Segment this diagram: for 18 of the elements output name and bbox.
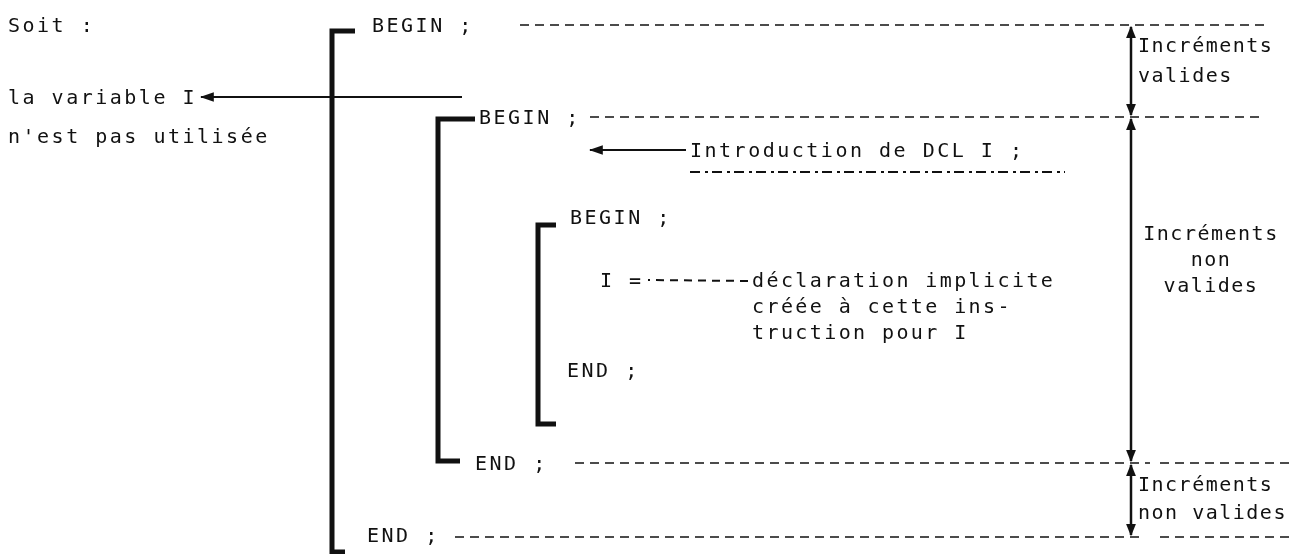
code-text: Incréments non valides [1142, 220, 1280, 298]
code-text: END ; [567, 357, 640, 383]
leader-line [647, 279, 749, 282]
code-text: BEGIN ; [570, 204, 672, 230]
note-text: déclaration implicite créée à cette ins- truction pour I [752, 267, 1082, 345]
arrow [588, 145, 687, 155]
code-text: Soit : [8, 12, 96, 38]
code-text: END ; [367, 522, 440, 548]
code-text: BEGIN ; [372, 12, 474, 38]
code-text: Incréments non valides [1138, 471, 1288, 526]
code-text: Incréments valides [1138, 32, 1275, 89]
code-text: n'est pas utilisée [8, 123, 270, 149]
code-text: BEGIN ; [479, 104, 581, 130]
note-text: I = [600, 267, 644, 293]
note-text: la variable I [8, 84, 198, 110]
arrow [199, 92, 463, 102]
code-text: END ; [475, 450, 548, 476]
note-text: Introduction de DCL I ; [690, 137, 1025, 163]
